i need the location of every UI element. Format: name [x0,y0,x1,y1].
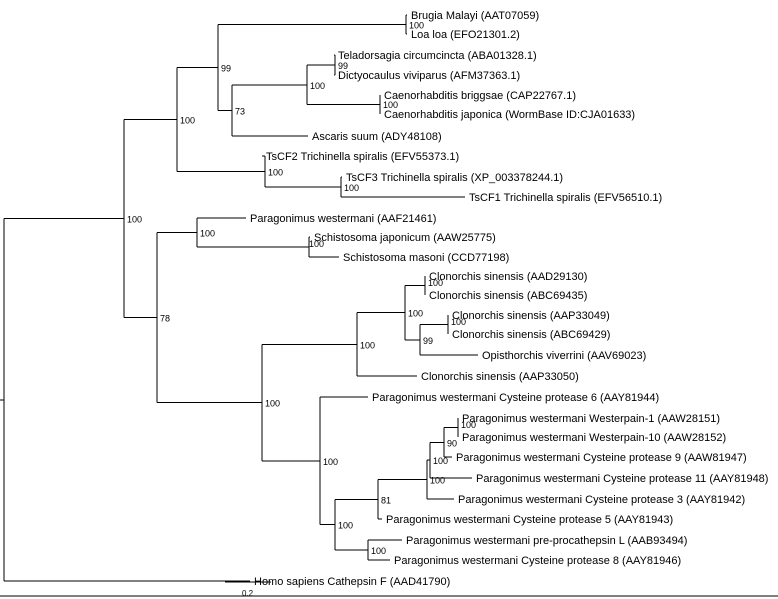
leaf-label: Schistosoma masoni (CCD77198) [343,252,509,264]
bootstrap-value: 100 [180,115,195,125]
bootstrap-value: 99 [221,63,231,73]
bootstrap-value: 100 [310,81,325,91]
leaf-label: Clonorchis sinensis (AAP33049) [452,310,610,322]
leaf-label: Caenorhabditis japonica (WormBase ID:CJA… [384,109,635,121]
leaf-label: Loa loa (EFO21301.2) [411,29,520,41]
leaf-label: Opisthorchis viverrini (AAV69023) [482,350,646,362]
bootstrap-value: 100 [408,309,423,319]
leaf-label: TsCF2 Trichinella spiralis (EFV55373.1) [266,151,459,163]
bootstrap-value: 100 [360,340,375,350]
bootstrap-value: 100 [309,239,324,249]
leaf-label: Paragonimus westermani Westerpain-1 (AAW… [462,413,720,425]
bootstrap-value: 99 [338,61,348,71]
leaf-label: Caenorhabditis briggsae (CAP22767.1) [384,90,576,102]
leaf-label: Clonorchis sinensis (ABC69435) [429,290,587,302]
leaf-label: Paragonimus westermani Westerpain-10 (AA… [462,432,726,444]
bootstrap-value: 100 [265,399,280,409]
leaf-labels: Brugia Malayi (AAT07059) Loa loa (EFO2130… [250,10,768,588]
leaf-label: Brugia Malayi (AAT07059) [411,10,539,22]
bootstrap-value: 81 [381,495,391,505]
bootstrap-value: 100 [338,521,353,531]
bootstrap-value: 100 [344,183,359,193]
leaf-label: Paragonimus westermani Cysteine protease… [372,392,659,404]
leaf-label: Paragonimus westermani Cysteine protease… [386,514,673,526]
bootstrap-value: 100 [268,168,283,178]
leaf-label: Schistosoma japonicum (AAW25775) [314,232,496,244]
leaf-label: Paragonimus westermani pre-procathepsin … [406,535,687,547]
support-values: 100 99 100 73 99 100 100 100 100 99 100 100 90 100 100… [127,21,476,557]
bootstrap-value: 100 [127,215,142,225]
bootstrap-value: 78 [160,314,170,324]
bootstrap-value: 100 [383,100,398,110]
bootstrap-value: 100 [323,457,338,467]
bootstrap-value: 100 [461,420,476,430]
leaf-label: Teladorsagia circumcincta (ABA01328.1) [338,50,537,62]
leaf-label: Paragonimus westermani Cysteine protease… [458,494,745,506]
bootstrap-value: 100 [433,456,448,466]
bootstrap-value: 73 [235,106,245,116]
bootstrap-value: 100 [409,21,424,31]
leaf-label: Clonorchis sinensis (AAD29130) [429,271,587,283]
leaf-label: Ascaris suum (ADY48108) [312,131,442,143]
leaf-label: Paragonimus westermani Cysteine protease… [394,555,681,567]
leaf-label: Dictyocaulus viviparus (AFM37363.1) [338,70,520,82]
leaf-label: Paragonimus westermani (AAF21461) [250,213,436,225]
leaf-label: Paragonimus westermani Cysteine protease… [476,473,768,485]
leaf-label: Clonorchis sinensis (ABC69429) [452,329,610,341]
leaf-label: Paragonimus westermani Cysteine protease… [456,452,747,464]
bootstrap-value: 100 [200,229,215,239]
scale-bar-label: 0.2 [242,589,254,598]
bootstrap-value: 100 [451,317,466,327]
scale-bar: 0.2 [225,581,271,598]
bootstrap-value: 90 [447,438,457,448]
bootstrap-value: 99 [423,336,433,346]
leaf-label: TsCF1 Trichinella spiralis (EFV56510.1) [469,192,662,204]
tree-branches [0,14,478,582]
bootstrap-value: 100 [430,476,445,486]
leaf-label: Clonorchis sinensis (AAP33050) [421,371,579,383]
leaf-label: TsCF3 Trichinella spiralis (XP_003378244… [346,172,563,184]
bootstrap-value: 100 [428,278,443,288]
leaf-label: Homo sapiens Cathepsin F (AAD41790) [254,576,450,588]
bootstrap-value: 100 [371,546,386,556]
